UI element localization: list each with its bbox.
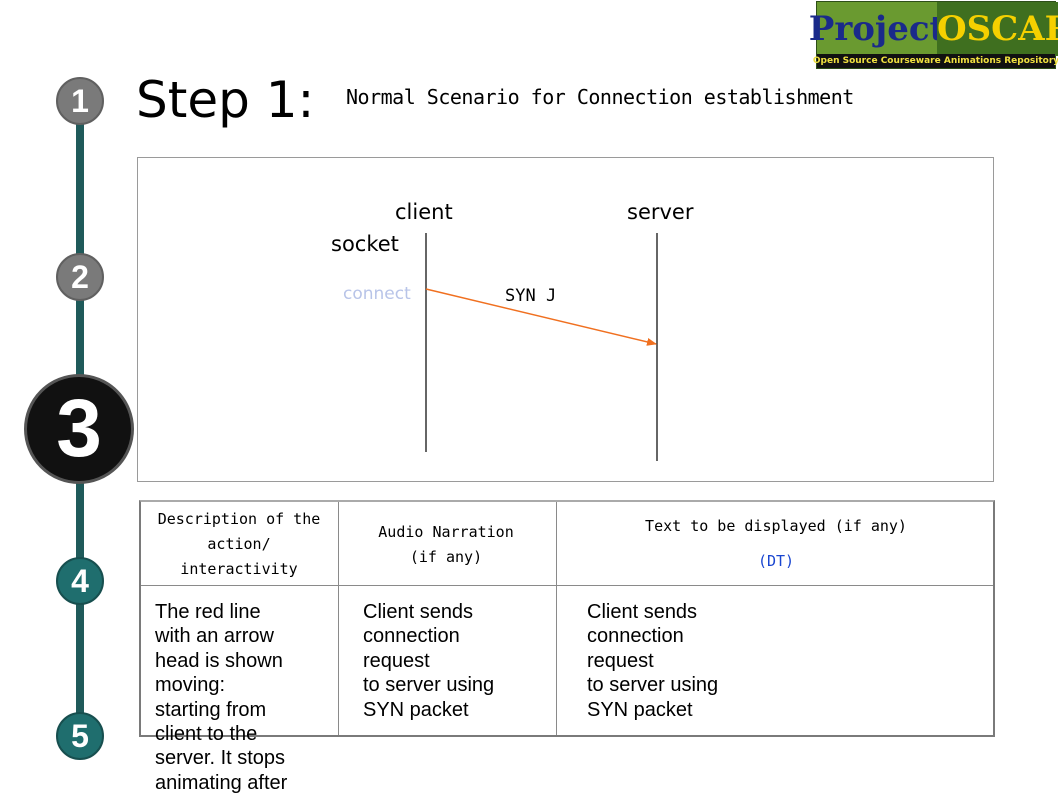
table-header-divider — [141, 585, 993, 586]
step-4-button[interactable]: 4 — [56, 557, 104, 605]
text-cell: Client sends connection request to serve… — [587, 601, 719, 721]
syn-j-label: SYN J — [505, 286, 557, 306]
logo-project-text: Project — [809, 2, 945, 56]
diagram-panel — [137, 157, 994, 482]
description-cell: The red line with an arrow head is shown… — [155, 601, 288, 794]
table-divider — [338, 502, 339, 735]
audio-cell: Client sends connection request to serve… — [363, 601, 495, 721]
description-table — [139, 500, 995, 737]
syn-arrow — [425, 288, 657, 346]
server-label: server — [627, 200, 694, 224]
socket-label: socket — [331, 232, 399, 256]
audio-header: Audio Narration (if any) — [378, 523, 514, 566]
logo-tagline: Open Source Courseware Animations Reposi… — [812, 54, 1058, 68]
project-oscar-logo: Project OSCAR Open Source Courseware Ani… — [809, 1, 1058, 69]
logo-oscar-text: OSCAR — [937, 2, 1058, 56]
table-divider — [556, 502, 557, 735]
page-title: Step 1: — [136, 71, 315, 129]
connect-label: connect — [343, 284, 411, 304]
client-label: client — [395, 200, 453, 224]
text-header: Text to be displayed (if any) — [645, 517, 907, 535]
step-5-button[interactable]: 5 — [56, 712, 104, 760]
step-2-button[interactable]: 2 — [56, 253, 104, 301]
page-subtitle: Normal Scenario for Connection establish… — [346, 85, 854, 109]
step-1-button[interactable]: 1 — [56, 77, 104, 125]
step-3-current-button[interactable]: 3 — [24, 374, 134, 484]
text-header-note: (DT) — [757, 552, 795, 570]
description-header: Description of the action/ interactivity — [157, 510, 321, 578]
